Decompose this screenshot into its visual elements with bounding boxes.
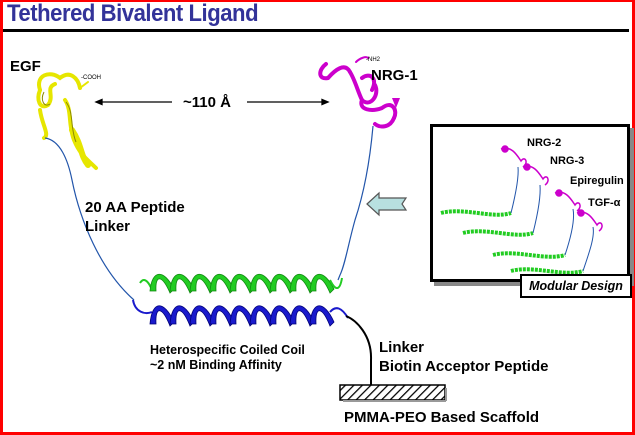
nrg1-protein-icon bbox=[318, 56, 398, 129]
modular-variant-1 bbox=[440, 145, 527, 217]
helix-turn bbox=[149, 305, 175, 327]
helix-turn bbox=[189, 305, 215, 327]
peptide-linker-line2: Linker bbox=[85, 218, 131, 235]
nrg1-peptide-linker bbox=[337, 125, 374, 281]
helix-turn bbox=[269, 305, 295, 327]
egf-label: EGF bbox=[10, 58, 41, 75]
modular-design-caption: Modular Design bbox=[520, 274, 632, 298]
helix-turn bbox=[209, 305, 235, 327]
biotin-linker-label: Linker Biotin Acceptor Peptide bbox=[379, 338, 548, 376]
title-divider bbox=[3, 29, 629, 32]
peptide-linker-label: 20 AA Peptide Linker bbox=[85, 198, 185, 236]
helix-turn bbox=[289, 305, 315, 327]
helix-turn bbox=[189, 273, 215, 294]
modular-variant-4 bbox=[510, 209, 603, 275]
peptide-linker-line1: 20 AA Peptide bbox=[85, 199, 185, 216]
green-coiled-coil-helix bbox=[139, 273, 343, 294]
scaffold-block bbox=[339, 384, 446, 401]
modular-design-panel: NRG-2 NRG-3 Epiregulin TGF-α bbox=[430, 124, 630, 282]
slide-title: Tethered Bivalent Ligand bbox=[7, 0, 259, 27]
blue-coiled-coil-helix bbox=[132, 299, 349, 327]
modular-design-art bbox=[440, 145, 603, 275]
helix-turn bbox=[309, 305, 335, 327]
ligand-label-nrg3: NRG-3 bbox=[550, 155, 585, 167]
coiled-coil-line2: ~2 nM Binding Affinity bbox=[150, 358, 282, 372]
helix-turn bbox=[169, 305, 195, 327]
biotin-linker bbox=[345, 315, 373, 386]
helix-turn bbox=[209, 273, 235, 294]
nrg1-label: NRG-1 bbox=[371, 67, 418, 84]
distance-label: ~110 Å bbox=[183, 94, 231, 111]
egf-peptide-linker bbox=[44, 137, 135, 301]
nrg1-terminus-label: -NH2 bbox=[366, 57, 381, 63]
modular-variant-3 bbox=[492, 189, 581, 259]
left-arrow-icon bbox=[366, 191, 408, 217]
helix-turn bbox=[249, 273, 275, 294]
helix-turn bbox=[289, 273, 315, 294]
egf-protein-icon bbox=[36, 72, 98, 170]
helix-turn bbox=[229, 273, 255, 294]
ligand-label-epiregulin: Epiregulin bbox=[570, 175, 624, 187]
coiled-coil-line1: Heterospecific Coiled Coil bbox=[150, 343, 305, 357]
scaffold-label: PMMA-PEO Based Scaffold bbox=[344, 409, 540, 426]
egf-protein-shading bbox=[41, 91, 77, 143]
biotin-linker-line1: Linker bbox=[379, 339, 425, 356]
helix-turn bbox=[169, 273, 195, 294]
nrg1-sheet-arrow bbox=[392, 98, 400, 108]
egf-terminus-label: -COOH bbox=[81, 75, 101, 81]
distance-arrow bbox=[94, 98, 330, 106]
helix-turn bbox=[309, 273, 335, 294]
coiled-coil-label: Heterospecific Coiled Coil ~2 nM Binding… bbox=[150, 343, 305, 373]
modular-variant-2 bbox=[462, 163, 549, 237]
ligand-label-tgf-alpha: TGF-α bbox=[588, 197, 621, 209]
helix-turn bbox=[149, 273, 175, 294]
ligand-label-nrg2: NRG-2 bbox=[527, 137, 562, 149]
helix-turn bbox=[249, 305, 275, 327]
biotin-linker-line2: Biotin Acceptor Peptide bbox=[379, 358, 549, 375]
helix-turn bbox=[229, 305, 255, 327]
helix-turn bbox=[269, 273, 295, 294]
